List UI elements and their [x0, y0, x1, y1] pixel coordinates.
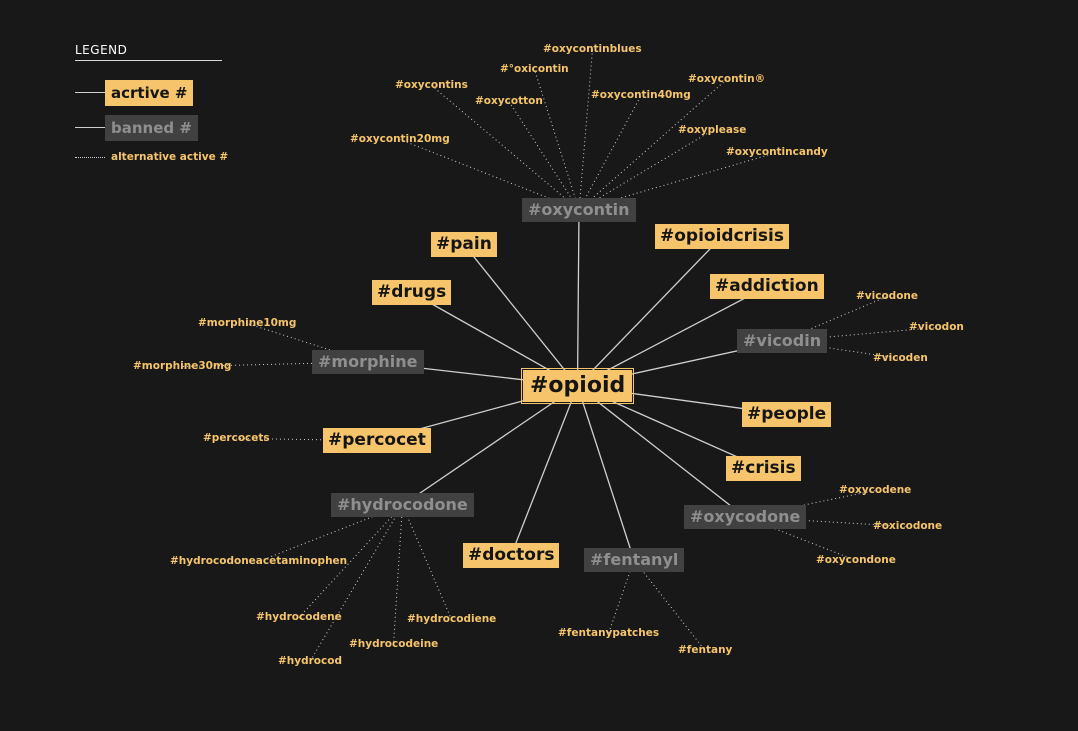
alt-edge-oxycontin-3 — [578, 79, 727, 211]
legend-active-swatch: acrtive # — [105, 80, 194, 106]
edge-opioid-fentanyl — [576, 385, 635, 561]
alt-tag-oxicodone[interactable]: #oxicodone — [873, 520, 943, 532]
alt-tag-vicoden[interactable]: #vicoden — [873, 352, 928, 364]
alt-edge-hydrocodone-3 — [393, 504, 403, 645]
node-oxycontin[interactable]: #oxycontin — [522, 198, 636, 222]
alt-tag-hydrocodene[interactable]: #hydrocodene — [256, 611, 342, 623]
node-hydrocodone[interactable]: #hydrocodone — [331, 493, 474, 517]
center-node-opioid[interactable]: #opioid — [520, 368, 635, 404]
alt-tag-fentanypatches[interactable]: #fentanypatches — [558, 627, 660, 639]
alt-tag-oxycontins[interactable]: #oxycontins — [395, 79, 468, 91]
node-addiction[interactable]: #addiction — [710, 274, 824, 299]
edge-opioid-addiction — [577, 285, 768, 387]
alt-edge-hydrocodone-1 — [298, 504, 403, 618]
alt-tag-oxycontinblues[interactable]: #oxycontinblues — [543, 43, 642, 55]
legend-divider — [75, 60, 222, 61]
alt-edge-oxycontin-2 — [431, 85, 580, 211]
edge-opioid-doctors — [510, 385, 579, 556]
node-fentanyl[interactable]: #fentanyl — [584, 548, 685, 572]
legend-alt-line — [75, 157, 105, 158]
legend-title: LEGEND — [75, 43, 128, 57]
alt-tag-oxicontin[interactable]: #°oxicontin — [500, 63, 569, 75]
legend-active-line — [75, 92, 105, 93]
alt-edge-oxycontin-4 — [508, 101, 580, 211]
alt-tag-percocets[interactable]: #percocets — [203, 432, 270, 444]
node-pain[interactable]: #pain — [431, 232, 497, 257]
alt-edge-fentanyl-0 — [608, 559, 635, 634]
alt-tag-oxycontin40mg[interactable]: #oxycontin40mg — [591, 89, 691, 101]
alt-tag-oxycondone[interactable]: #oxycondone — [816, 554, 896, 566]
alt-tag-hydrocodeine[interactable]: #hydrocodeine — [349, 638, 439, 650]
alt-edge-oxycontin-5 — [578, 95, 642, 211]
node-percocet[interactable]: #percocet — [323, 428, 431, 453]
legend-alt-label: alternative active # — [111, 151, 229, 163]
alt-tag-oxycotton[interactable]: #oxycotton — [475, 95, 543, 107]
node-oxycodone[interactable]: #oxycodone — [684, 505, 807, 529]
alt-tag-oxycontin20mg[interactable]: #oxycontin20mg — [350, 133, 450, 145]
alt-tag-oxycontin-registered[interactable]: #oxycontin® — [688, 73, 766, 85]
alt-tag-oxyplease[interactable]: #oxyplease — [678, 124, 747, 136]
node-vicodin[interactable]: #vicodin — [737, 329, 828, 353]
alt-tag-morphine30mg[interactable]: #morphine30mg — [133, 360, 232, 372]
alt-tag-vicodone[interactable]: #vicodone — [856, 290, 919, 302]
legend-banned-line — [75, 127, 105, 128]
alt-tag-fentany[interactable]: #fentany — [678, 644, 733, 656]
alt-edge-oxycontin-1 — [534, 69, 580, 211]
alt-tag-morphine10mg[interactable]: #morphine10mg — [198, 317, 297, 329]
alt-tag-hydrocodoneacetaminophen[interactable]: #hydrocodoneacetaminophen — [170, 555, 348, 567]
edge-opioid-opioidcrisis — [577, 236, 723, 387]
node-crisis[interactable]: #crisis — [726, 456, 801, 481]
node-morphine[interactable]: #morphine — [312, 350, 424, 374]
alt-tag-hydrocod[interactable]: #hydrocod — [278, 655, 342, 667]
edge-opioid-pain — [463, 244, 579, 387]
alt-tag-vicodon[interactable]: #vicodon — [909, 321, 964, 333]
node-doctors[interactable]: #doctors — [463, 543, 560, 568]
node-drugs[interactable]: #drugs — [372, 280, 452, 305]
edge-opioid-hydrocodone — [402, 385, 578, 506]
alt-edge-hydrocodone-2 — [402, 504, 452, 620]
alt-tag-hydrocodiene[interactable]: #hydrocodiene — [407, 613, 497, 625]
alt-tag-oxycontincandy[interactable]: #oxycontincandy — [726, 146, 828, 158]
legend-banned-swatch: banned # — [105, 115, 198, 141]
alt-edge-oxycontin-0 — [578, 49, 593, 211]
alt-edge-hydrocodone-0 — [258, 504, 403, 562]
node-opioidcrisis[interactable]: #opioidcrisis — [655, 224, 789, 249]
node-people[interactable]: #people — [742, 402, 832, 427]
alt-tag-oxycodene[interactable]: #oxycodene — [839, 484, 912, 496]
edge-opioid-oxycodone — [577, 385, 746, 518]
edge-opioid-oxycontin — [576, 209, 580, 387]
